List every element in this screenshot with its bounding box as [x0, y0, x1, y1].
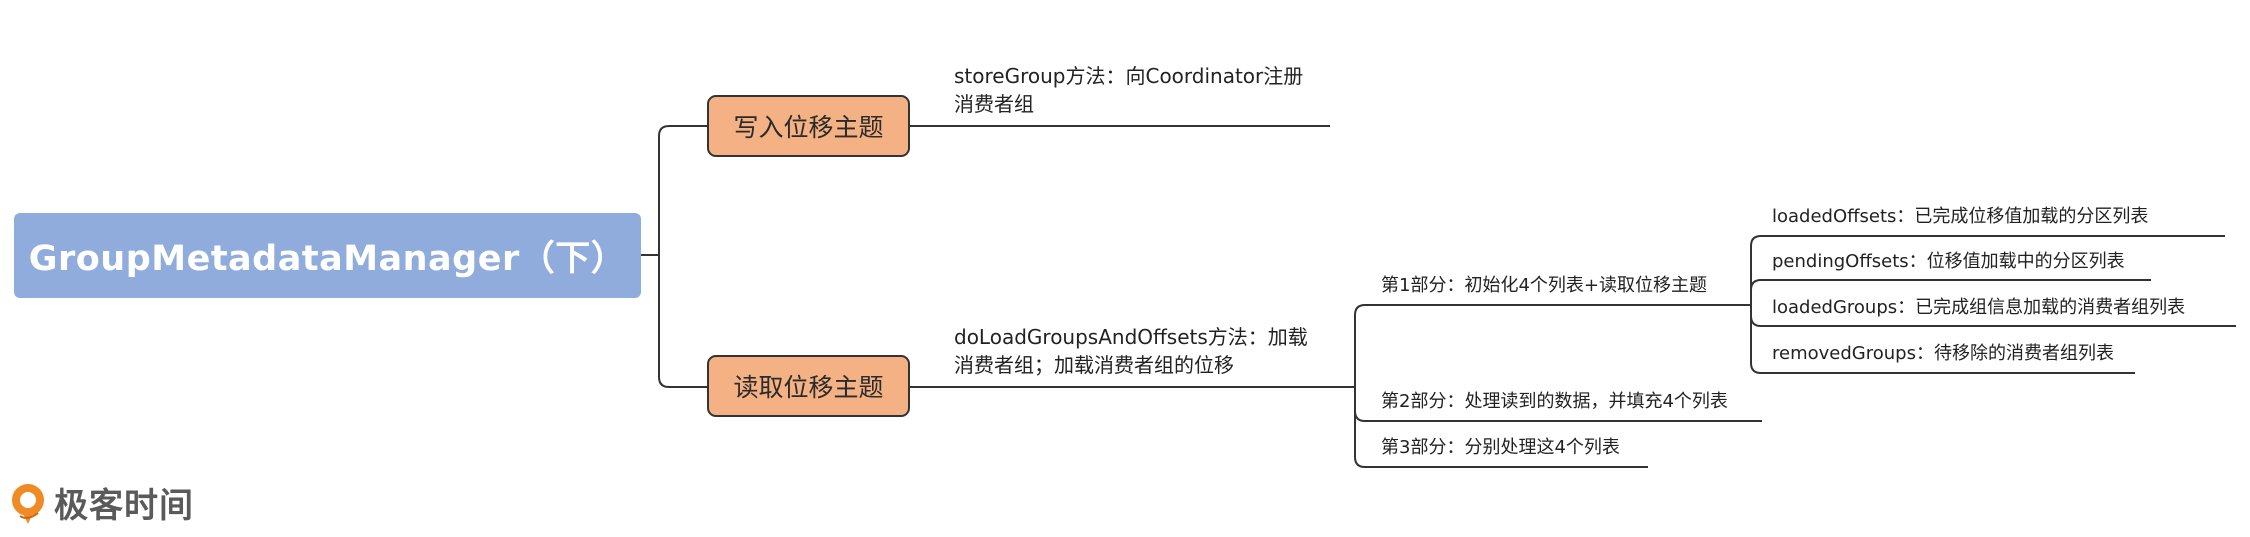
items-connector-2 — [1750, 279, 2151, 305]
root-title: GroupMetadataManager（下） — [28, 239, 627, 279]
parts-connector — [1354, 304, 1751, 387]
part-3-label: 第3部分：分别处理这4个列表 — [1381, 437, 1620, 458]
topic-label: 读取位移主题 — [733, 373, 884, 402]
list-item-removed-groups: removedGroups：待移除的消费者组列表 — [1772, 343, 2114, 364]
detail-store-group: storeGroup方法：向Coordinator注册 消费者组 — [954, 64, 1304, 116]
topic-read-offset: 读取位移主题 — [707, 355, 910, 417]
topic-label: 写入位移主题 — [733, 113, 884, 142]
items-connector-4 — [1750, 305, 2135, 374]
part-2-label: 第2部分：处理读到的数据，并填充4个列表 — [1381, 391, 1728, 412]
topic-write-offset: 写入位移主题 — [707, 95, 910, 157]
branch-connector-1 — [658, 125, 707, 255]
part-1-label: 第1部分：初始化4个列表+读取位移主题 — [1381, 275, 1707, 296]
geektime-logo: 极客时间 — [8, 478, 194, 527]
part-3-connector — [1354, 387, 1648, 468]
branch-connector-2 — [658, 255, 707, 388]
detail-load-groups: doLoadGroupsAndOffsets方法：加载 消费者组；加载消费者组的… — [954, 325, 1308, 377]
logo-text: 极客时间 — [54, 486, 194, 526]
root-node: GroupMetadataManager（下） — [14, 213, 641, 298]
list-item-loaded-groups: loadedGroups：已完成组信息加载的消费者组列表 — [1772, 297, 2186, 318]
list-item-loaded-offsets: loadedOffsets：已完成位移值加载的分区列表 — [1772, 206, 2149, 227]
geektime-logo-icon — [12, 483, 44, 524]
list-item-pending-offsets: pendingOffsets：位移值加载中的分区列表 — [1772, 251, 2125, 272]
items-connector-1 — [1750, 235, 2225, 305]
